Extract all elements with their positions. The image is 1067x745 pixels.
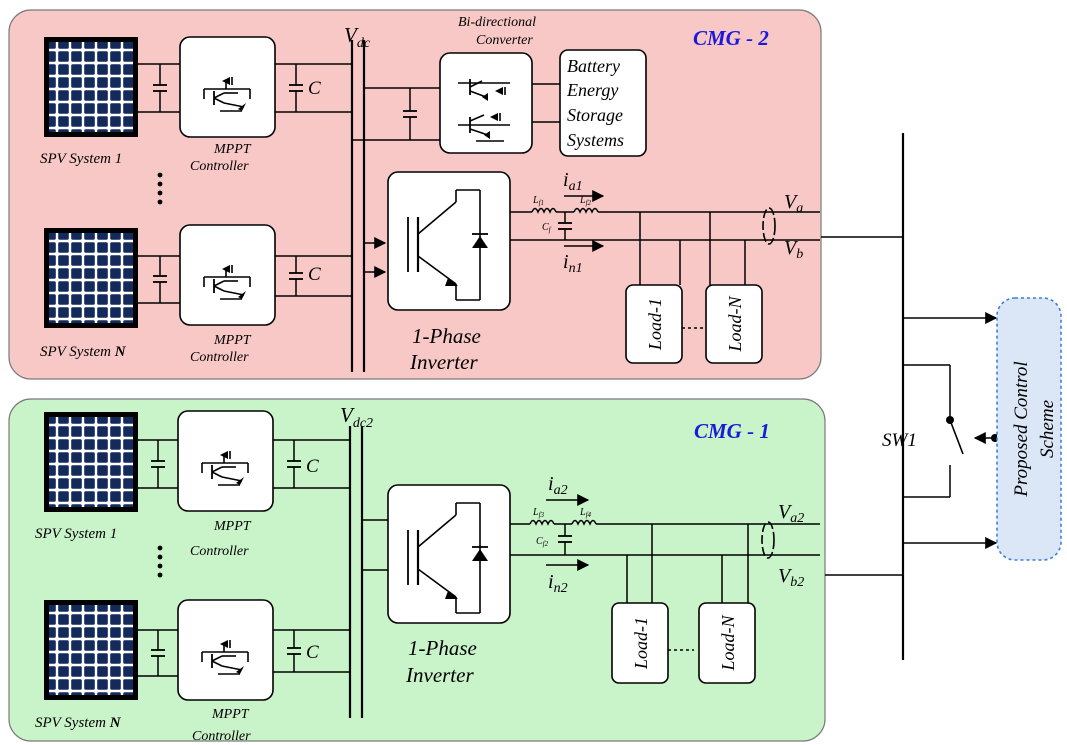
- mppt-top-label-2: Controller: [190, 159, 249, 174]
- current-in1-label: in1: [563, 251, 583, 276]
- vdc-label: Vdc: [344, 23, 371, 51]
- mppt-converter-icon: [177, 410, 274, 512]
- control-scheme-block: Proposed Control Scheme: [996, 297, 1062, 561]
- bidirectional-converter-icon: [439, 52, 533, 154]
- load-n-box: [705, 284, 763, 364]
- load-n-box: [698, 602, 756, 684]
- lf3-label: Lf3: [532, 507, 545, 519]
- dc-link-capacitor-label: C: [306, 456, 319, 477]
- dc-bus: [350, 40, 366, 372]
- mppt-converter-icon: [177, 599, 274, 701]
- mppt-bottom-label-2: Controller: [190, 350, 249, 365]
- solar-panel-icon: [44, 37, 138, 137]
- cmg1-title: CMG - 1: [694, 419, 770, 443]
- load-1-box: [625, 284, 683, 364]
- switch-label: SW1: [882, 430, 917, 451]
- pv-bottom-label: SPV System N: [40, 344, 127, 360]
- battery-label-4: Systems: [567, 130, 624, 150]
- cf-label: Cf: [542, 222, 552, 234]
- dc-link-capacitor-label: C: [308, 78, 321, 99]
- load-n-label: Load-N: [725, 296, 745, 353]
- inverter-label-1: 1-Phase: [408, 636, 477, 660]
- mppt-bottom-label-1: MPPT: [213, 333, 252, 348]
- load-n-label: Load-N: [718, 615, 738, 672]
- va2-label: Va2: [778, 501, 804, 526]
- continuation-dots: [157, 172, 163, 205]
- current-ia2-label: ia2: [548, 473, 568, 498]
- inverter-label-1: 1-Phase: [412, 324, 481, 348]
- pv-top-label: SPV System 1: [35, 526, 117, 542]
- load-1-label: Load-1: [631, 617, 651, 670]
- battery-label-2: Energy: [566, 80, 618, 100]
- cmg1-panel: CMG - 1 SPV System 1 SPV System N MPPT C…: [8, 398, 826, 744]
- lf2-label: Lf2: [579, 195, 592, 207]
- interconnection: SW1: [821, 133, 999, 660]
- dc-bus: [348, 426, 364, 718]
- inverter-label-2: Inverter: [409, 350, 478, 374]
- bidir-label-1: Bi-directional: [458, 15, 536, 30]
- control-scheme-label-1: Proposed Control: [1011, 361, 1032, 497]
- inverter-icon: [386, 170, 512, 312]
- mppt-bottom-label-2: Controller: [192, 729, 251, 744]
- solar-panel-icon: [44, 228, 138, 328]
- va-label: Va: [784, 191, 803, 216]
- cmg2-panel: CMG - 2 SPV System 1 SPV System N MPPT C…: [8, 9, 822, 380]
- dc-link-capacitor-label: C: [306, 642, 319, 663]
- switch-icon[interactable]: [903, 364, 999, 498]
- vb-label: Vb: [784, 237, 803, 262]
- inverter-icon: [386, 483, 512, 625]
- mppt-converter-icon: [179, 224, 276, 326]
- bidir-label-2: Converter: [476, 33, 533, 48]
- pv-bottom-label: SPV System N: [35, 715, 122, 731]
- vb2-label: Vb2: [778, 565, 804, 590]
- solar-panel-icon: [44, 600, 138, 700]
- mppt-top-label-2: Controller: [190, 544, 249, 559]
- battery-label-1: Battery: [567, 56, 620, 76]
- lf4-label: Lf4: [579, 507, 592, 519]
- pv-top-label: SPV System 1: [40, 151, 122, 167]
- mppt-bottom-label-1: MPPT: [211, 707, 250, 722]
- load-1-label: Load-1: [645, 298, 665, 351]
- battery-storage-box: [559, 49, 647, 157]
- mppt-converter-icon: [179, 36, 276, 138]
- mppt-top-label-1: MPPT: [213, 142, 252, 157]
- cmg2-title: CMG - 2: [693, 26, 769, 50]
- solar-panel-icon: [44, 412, 138, 512]
- vdc2-label: Vdc2: [340, 403, 373, 431]
- continuation-dots: [157, 545, 163, 578]
- dc-link-capacitor-label: C: [308, 264, 321, 285]
- cf2-label: Cf2: [536, 536, 549, 548]
- inverter-label-2: Inverter: [405, 663, 474, 687]
- control-scheme-label-2: Scheme: [1037, 400, 1058, 458]
- load-1-box: [611, 602, 669, 684]
- current-ia1-label: ia1: [563, 169, 583, 194]
- battery-label-3: Storage: [567, 105, 623, 125]
- lf1-label: Lf1: [532, 195, 544, 207]
- current-in2-label: in2: [548, 571, 568, 596]
- mppt-top-label-1: MPPT: [213, 519, 252, 534]
